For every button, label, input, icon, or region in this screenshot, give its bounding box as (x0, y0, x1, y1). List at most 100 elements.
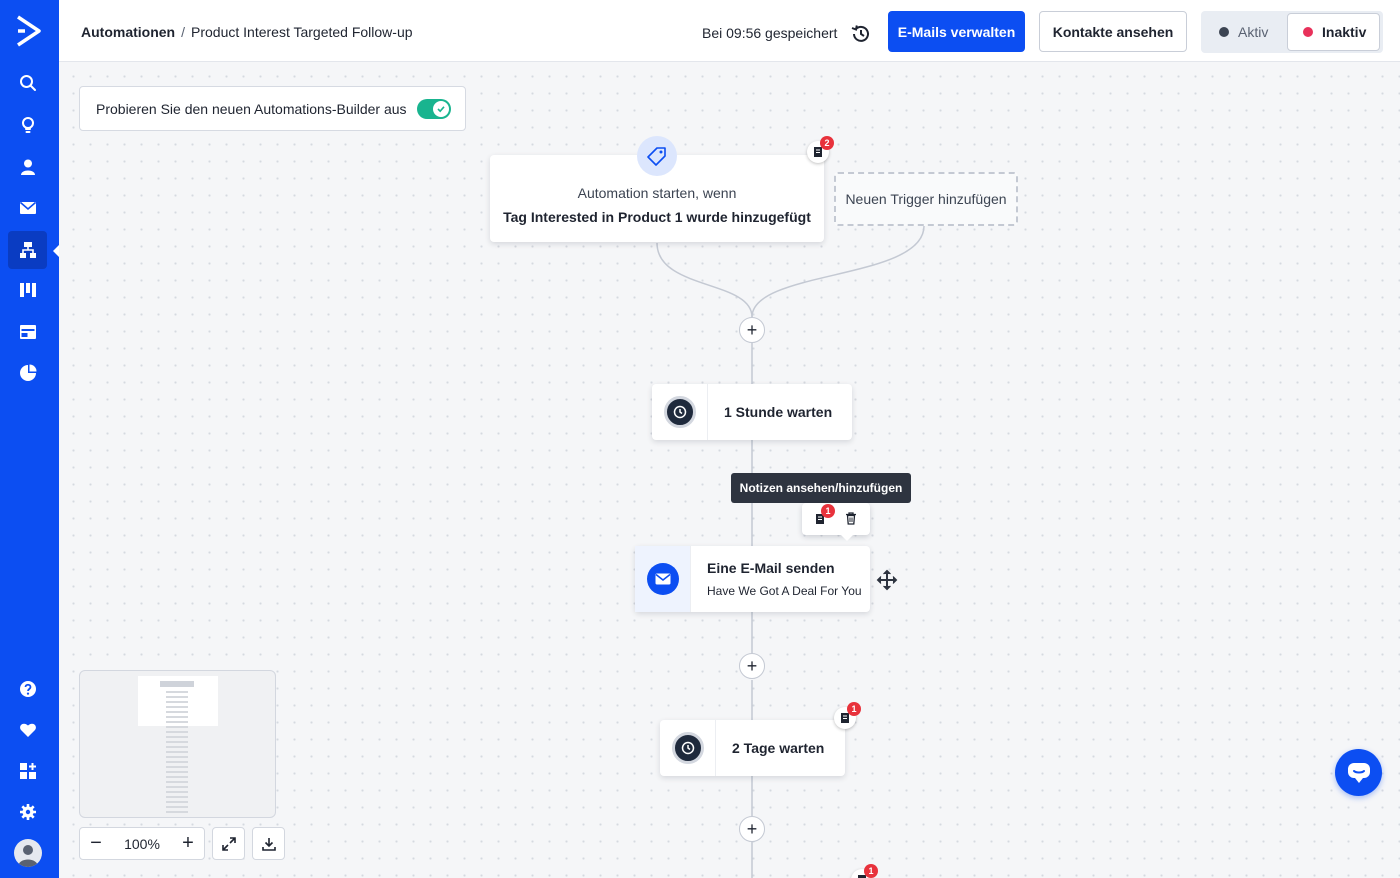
person-icon (20, 159, 35, 175)
apps-add-icon (19, 763, 36, 779)
new-builder-label: Probieren Sie den neuen Automations-Buil… (96, 100, 407, 117)
step-subtitle: Have We Got A Deal For You (707, 584, 862, 598)
active-dot-icon (1219, 27, 1229, 37)
history-icon[interactable] (850, 23, 872, 45)
trash-icon[interactable] (845, 512, 857, 525)
move-icon[interactable] (876, 569, 898, 591)
sidebar-item-pipelines[interactable] (8, 271, 47, 309)
step-title: Eine E-Mail senden (707, 560, 835, 576)
zoom-out-button[interactable]: − (90, 832, 102, 854)
breadcrumb: Automationen / Product Interest Targeted F… (81, 24, 413, 40)
step-icon-area (652, 384, 708, 440)
status-toggle: Aktiv Inaktiv (1201, 11, 1383, 53)
clock-icon (671, 732, 704, 764)
sidebar (0, 0, 60, 878)
sidebar-item-search[interactable] (8, 64, 47, 102)
notes-tooltip: Notizen ansehen/hinzufügen (731, 473, 911, 503)
offscreen-notes-badge[interactable]: 1 (851, 864, 878, 878)
notes-count: 1 (864, 864, 878, 878)
status-active-label: Aktiv (1238, 24, 1269, 40)
chat-icon (1347, 762, 1370, 783)
sidebar-item-contacts[interactable] (8, 148, 47, 186)
user-avatar-icon (18, 845, 38, 867)
automation-icon (19, 242, 36, 258)
zoom-in-button[interactable]: + (182, 832, 194, 854)
download-icon (261, 837, 276, 851)
add-step-button[interactable]: + (739, 653, 765, 679)
manage-emails-button[interactable]: E-Mails verwalten (888, 11, 1025, 52)
add-step-button[interactable]: + (739, 317, 765, 343)
trigger-value: Tag Interested in Product 1 wurde hinzug… (503, 209, 811, 225)
envelope-icon (646, 563, 679, 595)
envelope-icon (19, 201, 36, 214)
breadcrumb-separator: / (181, 24, 185, 40)
sidebar-item-website[interactable] (8, 313, 47, 351)
plus-icon: + (746, 320, 758, 340)
status-inactive-label: Inaktiv (1322, 24, 1367, 40)
logo-icon[interactable] (14, 14, 44, 48)
browser-icon (19, 325, 36, 339)
toggle-knob (433, 101, 449, 117)
minimap-preview (138, 676, 218, 813)
lightbulb-icon (21, 117, 34, 133)
chat-button[interactable] (1335, 749, 1382, 796)
minimap[interactable] (79, 670, 276, 818)
step-icon-area (660, 720, 716, 776)
gear-icon (19, 804, 36, 820)
status-inactive-option[interactable]: Inaktiv (1287, 13, 1380, 51)
view-contacts-button[interactable]: Kontakte ansehen (1039, 11, 1187, 52)
wait-step-card[interactable]: 2 Tage warten (660, 720, 845, 776)
tag-icon (637, 136, 677, 176)
add-trigger-button[interactable]: Neuen Trigger hinzufügen (834, 172, 1018, 226)
wait-notes-badge[interactable]: 1 (834, 702, 861, 729)
fit-to-screen-button[interactable] (212, 827, 245, 860)
new-builder-banner: Probieren Sie den neuen Automations-Buil… (79, 86, 466, 131)
notes-count: 1 (847, 702, 861, 716)
saved-status: Bei 09:56 gespeichert (702, 25, 838, 41)
step-title: 1 Stunde warten (724, 404, 833, 420)
breadcrumb-root[interactable]: Automationen (81, 24, 176, 40)
plus-icon: + (746, 656, 758, 676)
notes-count: 2 (820, 136, 834, 150)
step-action-popover: 1 (802, 503, 870, 541)
new-builder-toggle[interactable] (417, 99, 451, 119)
notes-icon (841, 713, 849, 723)
notes-icon (814, 147, 822, 157)
kanban-icon (19, 283, 36, 297)
page-title[interactable]: Product Interest Targeted Follow-up (191, 24, 413, 40)
active-indicator (53, 244, 60, 258)
step-title: 2 Tage warten (732, 740, 825, 756)
notes-icon (858, 875, 866, 878)
notes-icon (816, 514, 824, 524)
status-active-option[interactable]: Aktiv (1219, 13, 1268, 51)
plus-icon: + (746, 819, 758, 839)
download-button[interactable] (252, 827, 285, 860)
heart-icon (19, 723, 36, 737)
pie-chart-icon (19, 364, 36, 381)
avatar[interactable] (14, 839, 42, 867)
sidebar-item-settings[interactable] (8, 793, 47, 831)
sidebar-item-favorites[interactable] (8, 711, 47, 749)
wait-step-card[interactable]: 1 Stunde warten (652, 384, 852, 440)
trigger-label: Automation starten, wenn (577, 185, 737, 201)
email-notes-button[interactable]: 1 (810, 504, 835, 529)
email-step-card[interactable]: Eine E-Mail senden Have We Got A Deal Fo… (635, 546, 870, 612)
sidebar-item-reports[interactable] (8, 354, 47, 392)
sidebar-item-apps[interactable] (8, 752, 47, 790)
zoom-level: 100% (124, 835, 160, 852)
check-icon (437, 106, 445, 113)
sidebar-item-help[interactable] (8, 670, 47, 708)
top-header: Automationen / Product Interest Targeted F… (59, 0, 1400, 62)
help-icon (19, 681, 36, 697)
add-step-button[interactable]: + (739, 816, 765, 842)
sidebar-item-automations[interactable] (8, 231, 47, 269)
clock-icon (663, 396, 696, 428)
sidebar-item-campaigns[interactable] (8, 189, 47, 227)
sidebar-item-ideas[interactable] (8, 106, 47, 144)
trigger-notes-badge[interactable]: 2 (807, 136, 834, 163)
step-icon-area (635, 546, 691, 612)
expand-icon (221, 836, 236, 851)
inactive-dot-icon (1303, 27, 1313, 37)
notes-count: 1 (821, 504, 835, 518)
zoom-controls: − 100% + (79, 827, 205, 860)
